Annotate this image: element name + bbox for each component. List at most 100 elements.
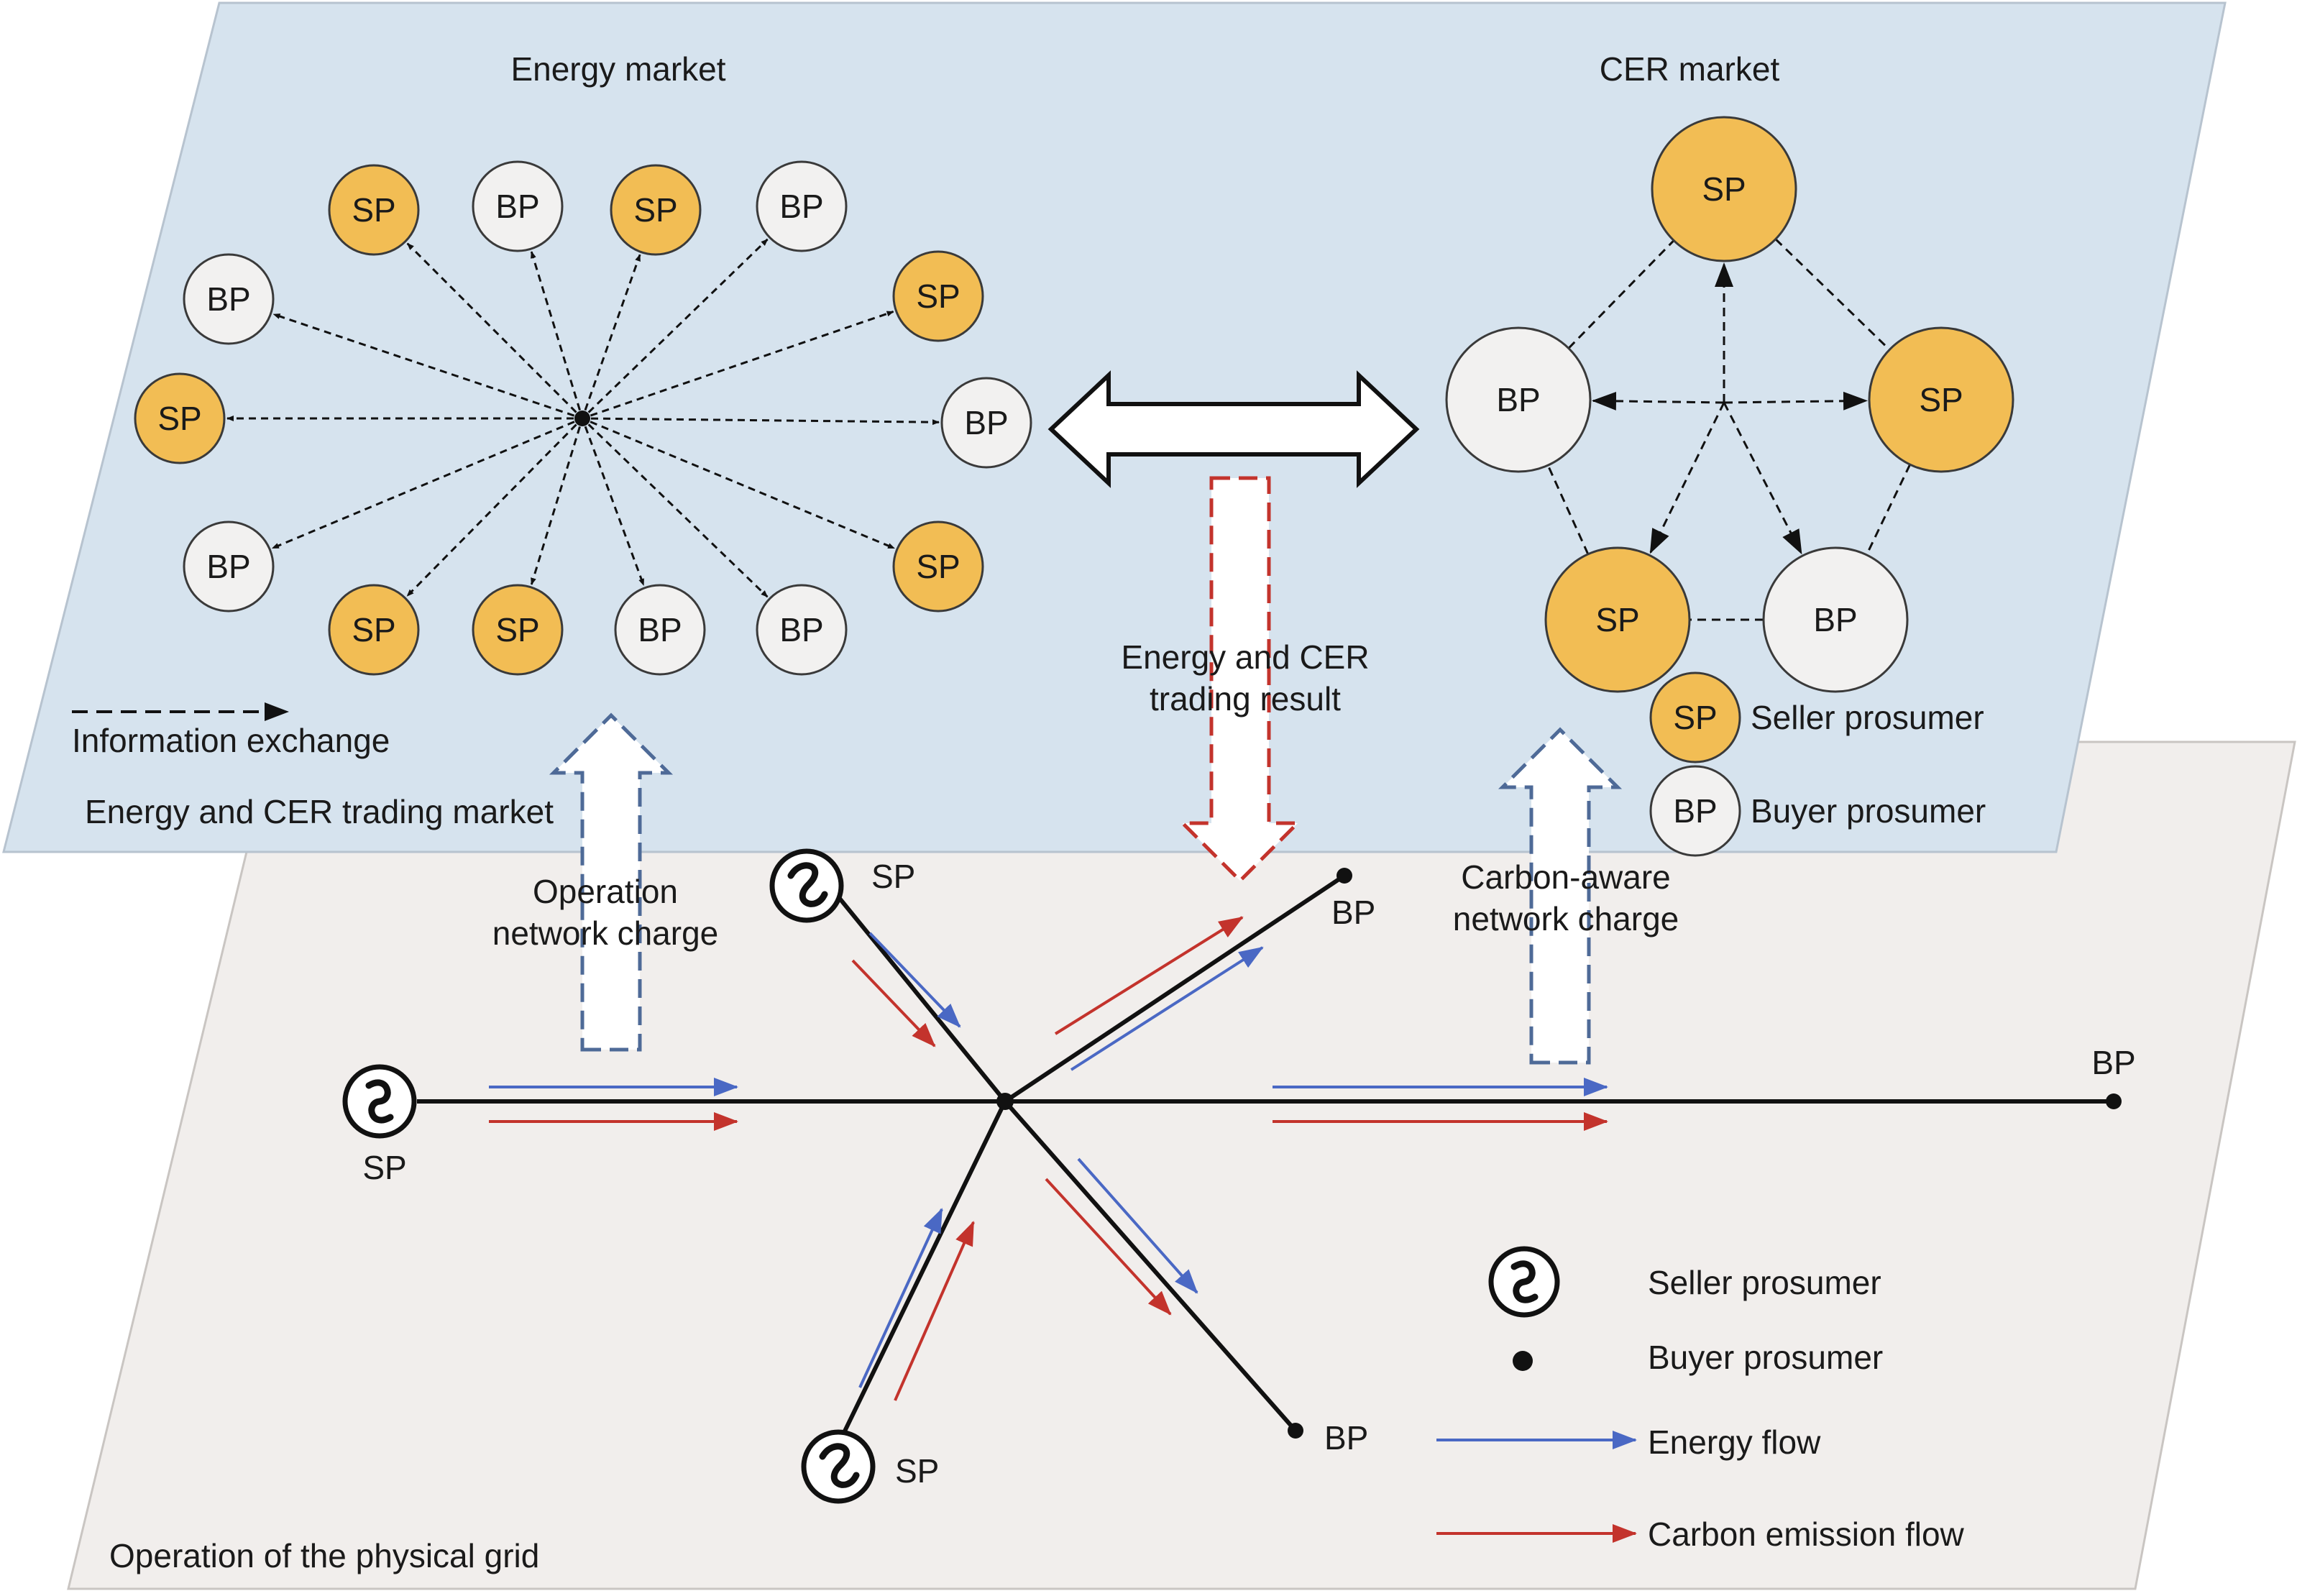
- node-circle: [1651, 116, 1797, 262]
- grid-label-bp-right: BP: [2091, 1044, 2135, 1081]
- node-circle: [183, 253, 275, 345]
- node-circle: [328, 584, 420, 676]
- seller-node: SP: [134, 372, 226, 464]
- node-label: BP: [495, 188, 539, 225]
- cer-ring-edge: [1546, 464, 1590, 555]
- buyer-node: BP: [756, 584, 848, 676]
- seller-legend-icon: [1649, 671, 1741, 763]
- grid-legend-carbon: Carbon emission flow: [1648, 1515, 1965, 1553]
- seller-symbol-left: [342, 1064, 417, 1139]
- node-label: SP: [916, 278, 960, 315]
- sine-wave-icon: [787, 862, 828, 907]
- seller-symbol-top: [769, 848, 844, 923]
- market-legend: SP Seller prosumer BP Buyer prosumer: [1649, 671, 1986, 857]
- node-label: BP: [206, 280, 250, 318]
- node-label: SP: [1595, 601, 1639, 638]
- info-exchange-spoke: [271, 421, 575, 549]
- flow-arrows: [489, 916, 1608, 1401]
- trading-result-label-2: trading result: [1150, 680, 1341, 717]
- grid-line-bottom-right: [1003, 1100, 1298, 1432]
- seller-node: SP: [328, 164, 420, 256]
- grid-line-top-left: [832, 890, 1007, 1103]
- cer-ring-edge: [1774, 238, 1891, 351]
- node-label: BP: [779, 188, 823, 225]
- info-exchange-spoke: [590, 311, 894, 417]
- grid-label-sp-top: SP: [871, 858, 915, 895]
- info-exchange-spoke: [272, 313, 575, 417]
- node-label: SP: [495, 611, 539, 648]
- seller-legend-label: Seller prosumer: [1751, 699, 1984, 736]
- operation-charge-label-1: Operation: [533, 873, 678, 910]
- node-label: BP: [638, 611, 682, 648]
- grid-label-bp-top-right: BP: [1331, 894, 1375, 931]
- cer-center-arrow: [1591, 391, 1725, 411]
- cer-ring-edge: [1567, 239, 1675, 349]
- buyer-node: BP: [614, 584, 706, 676]
- buyer-node: BP: [183, 253, 275, 345]
- node-circle: [472, 584, 564, 676]
- node-label: SP: [352, 191, 395, 229]
- seller-node: SP: [892, 250, 984, 342]
- node-circle: [892, 250, 984, 342]
- energy-flow-bottom-right: [1077, 1157, 1198, 1294]
- node-circle: [610, 164, 702, 256]
- node-label: BP: [1813, 601, 1857, 638]
- info-exchange-spoke: [590, 417, 940, 426]
- node-circle: [1445, 326, 1592, 473]
- node-label: SP: [633, 191, 677, 229]
- grid-legend-seller: Seller prosumer: [1648, 1264, 1881, 1301]
- grid-line-bottom-left: [838, 1100, 1007, 1443]
- buyer-legend-icon: [1649, 765, 1741, 857]
- info-exchange-spoke: [590, 421, 895, 550]
- market-plane-label: Energy and CER trading market: [85, 793, 554, 830]
- cer-seller-node: SP: [1544, 546, 1691, 693]
- node-circle: [472, 160, 564, 252]
- node-circle: [328, 164, 420, 256]
- seller-symbol-bottom: [801, 1429, 876, 1504]
- carbon-flow-top-left: [851, 959, 936, 1047]
- carbon-flow-bottom-right: [1045, 1178, 1172, 1316]
- node-label: SP: [157, 400, 201, 437]
- buyer-node: BP: [472, 160, 564, 252]
- seller-node: SP: [328, 584, 420, 676]
- grid-label-sp-bottom: SP: [895, 1452, 939, 1490]
- cer-ring-edge: [1865, 464, 1912, 556]
- info-exchange-spoke: [587, 238, 769, 413]
- buyer-legend-abbr: BP: [1673, 792, 1717, 830]
- cer-center-arrow: [1723, 391, 1869, 411]
- node-circle: [756, 160, 848, 252]
- grid-line-top-right: [1004, 873, 1346, 1104]
- node-circle: [614, 584, 706, 676]
- node-circle: [183, 520, 275, 613]
- buyer-node: BP: [940, 377, 1032, 469]
- cer-market-nodes: SP BP SP SP BP: [1445, 116, 2014, 693]
- buyer-node-top-right: [1337, 868, 1352, 884]
- node-label: SP: [1919, 381, 1963, 418]
- energy-market-spokes: [226, 238, 940, 598]
- buyer-node: BP: [183, 520, 275, 613]
- node-circle: [892, 520, 984, 613]
- info-exchange-spoke: [587, 423, 769, 598]
- cer-buyer-node: BP: [1445, 326, 1592, 473]
- grid-label-bp-bottom-right: BP: [1324, 1419, 1368, 1457]
- buyer-legend-dot-icon: [1513, 1351, 1533, 1371]
- energy-flow-top-right: [1070, 946, 1264, 1071]
- grid-lines: [417, 873, 2114, 1443]
- seller-node: SP: [610, 164, 702, 256]
- node-label: SP: [916, 548, 960, 585]
- node-label: SP: [1702, 170, 1746, 208]
- grid-legend: Seller prosumer Buyer prosumer Energy fl…: [1436, 1246, 1965, 1553]
- cer-buyer-node: BP: [1762, 546, 1909, 693]
- seller-legend-abbr: SP: [1673, 699, 1717, 736]
- node-circle: [1544, 546, 1691, 693]
- grid-label-sp-left: SP: [362, 1149, 406, 1186]
- cer-seller-node: SP: [1868, 326, 2014, 473]
- grid-legend-energy: Energy flow: [1648, 1423, 1821, 1461]
- node-circle: [134, 372, 226, 464]
- sine-wave-icon: [365, 1079, 394, 1124]
- buyer-node: BP: [756, 160, 848, 252]
- energy-market-hub: [574, 411, 590, 426]
- seller-node: SP: [892, 520, 984, 613]
- carbon-charge-arrow: [1498, 727, 1623, 1065]
- energy-market-nodes: SP BP SP BP BP SP SP BP BP SP SP SP BP BP: [134, 160, 1032, 676]
